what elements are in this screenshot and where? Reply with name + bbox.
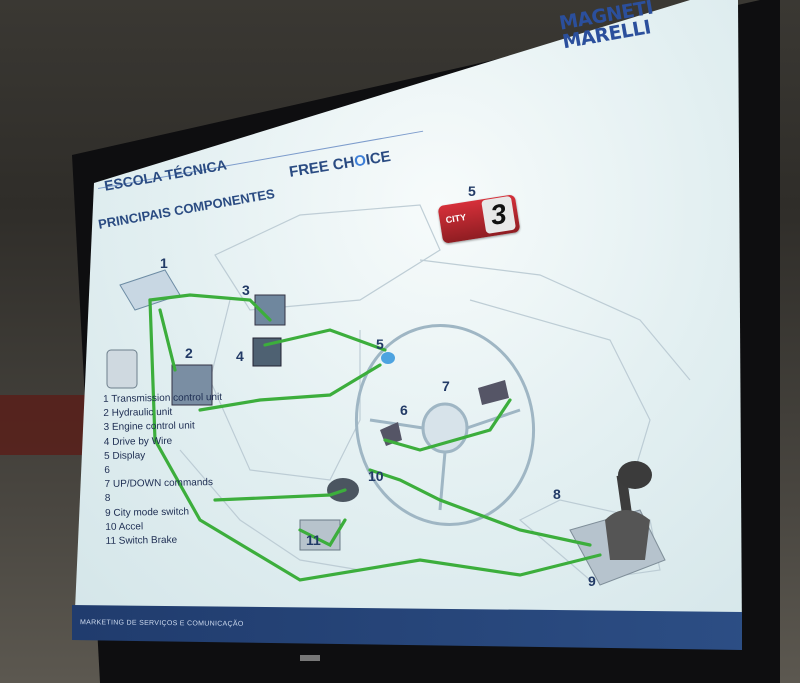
component-shapes: [106, 269, 509, 551]
legend-item: 7 UP/DOWN commands: [104, 477, 214, 491]
callout-3: 3: [242, 282, 250, 298]
callout-8: 8: [553, 486, 561, 502]
callout-10: 10: [368, 468, 384, 484]
callout-5: 5: [376, 336, 384, 352]
gear-digit: 3: [481, 195, 517, 235]
gear-stick: [569, 461, 666, 586]
callout-4: 4: [236, 348, 244, 364]
callout-7: 7: [442, 378, 450, 394]
wiring-harness: [148, 293, 602, 582]
callout-6: 6: [400, 402, 408, 418]
callout-9: 9: [588, 573, 596, 589]
legend-item: 1 Transmission control unit: [103, 391, 223, 405]
projector-stand: [300, 655, 320, 661]
legend-item: 11 Switch Brake: [105, 534, 178, 548]
city-label: CITY: [444, 212, 467, 226]
wall-stripe: [0, 395, 90, 455]
badge-number: 5: [468, 183, 476, 199]
components-legend: 1 Transmission control unit 2 Hydraulic …: [103, 391, 225, 549]
callout-2: 2: [185, 345, 193, 361]
callout-11: 11: [306, 532, 321, 548]
callout-1: 1: [160, 255, 168, 271]
